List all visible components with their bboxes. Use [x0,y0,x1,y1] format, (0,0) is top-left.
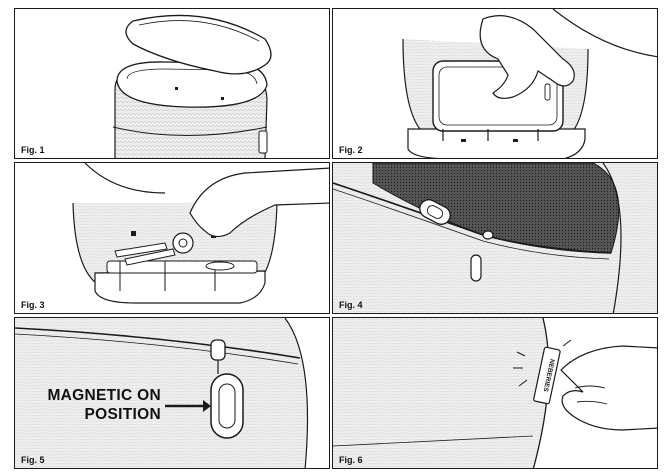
fig6-tag-illustration: NEBERIES [333,318,657,468]
figure-5-panel: MAGNETIC ON POSITION Fig. 5 [14,317,330,469]
fig4-zip-closed-illustration [333,163,657,313]
figure-label: Fig. 3 [21,300,45,310]
figure-2-panel: Fig. 2 [332,8,658,159]
figure-1-panel: Fig. 1 [14,8,330,159]
figure-label: Fig. 4 [339,300,363,310]
figure-label: Fig. 2 [339,145,363,155]
fig5-magnetic-position-illustration [15,318,309,468]
figure-label: Fig. 5 [21,455,45,465]
magnetic-position-callout: MAGNETIC ON POSITION [39,386,161,424]
figure-3-panel: Fig. 3 [14,162,330,314]
figure-6-panel: NEBERIES Fig. 6 [332,317,658,469]
callout-line-1: MAGNETIC ON [47,387,161,404]
figure-label: Fig. 1 [21,145,45,155]
figure-label: Fig. 6 [339,455,363,465]
figure-4-panel: Fig. 4 [332,162,658,314]
fig3-place-keys-illustration [72,163,329,304]
fig2-insert-tray-illustration [402,9,657,158]
callout-line-2: POSITION [84,406,161,423]
fig1-opened-case-illustration [112,14,272,158]
